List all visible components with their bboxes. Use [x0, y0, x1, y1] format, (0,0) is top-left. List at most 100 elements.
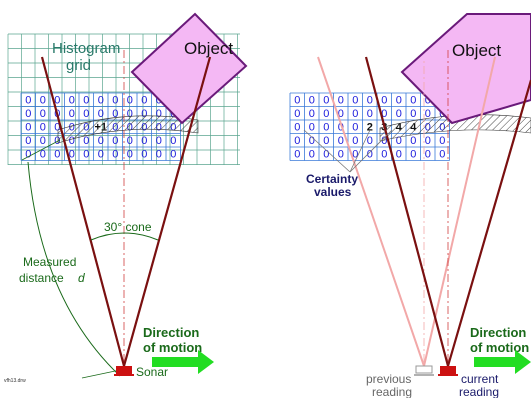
cell-value: 0: [156, 149, 162, 161]
cell-value: 0: [309, 108, 315, 120]
cell-value: 0: [439, 135, 445, 147]
cell-value: 0: [352, 135, 358, 147]
cell-value: 0: [338, 108, 344, 120]
distance-tick-top: [21, 139, 61, 161]
previous-label-line1: previous: [366, 372, 411, 386]
cell-value: 0: [98, 108, 104, 120]
histogram-title-grid: grid: [66, 57, 91, 74]
cell-value: 0: [410, 135, 416, 147]
current-sensor: [440, 366, 456, 374]
cell-value: 0: [127, 149, 133, 161]
cell-value: 0: [40, 108, 46, 120]
motion-label-line2: of motion: [470, 340, 529, 355]
measured-arc-hatched: [57, 115, 199, 144]
cell-value: 0: [367, 135, 373, 147]
cell-value: 0: [25, 149, 31, 161]
cell-value: 0: [112, 135, 118, 147]
distance-label-line1: Measured: [23, 255, 76, 269]
cell-value: 0: [309, 135, 315, 147]
cell-value: 0: [410, 149, 416, 161]
cell-value: 0: [425, 149, 431, 161]
cell-value: 0: [381, 149, 387, 161]
beam-left-edge: [40, 56, 126, 367]
cell-value: 0: [294, 95, 300, 107]
motion-arrow: [152, 350, 214, 374]
cell-value: 0: [141, 149, 147, 161]
motion-label-line1: Direction: [143, 325, 199, 340]
current-label-line1: current: [461, 372, 499, 386]
cell-value: 0: [294, 122, 300, 134]
cell-value: 0: [309, 149, 315, 161]
current-label-line2: reading: [459, 385, 499, 398]
cell-value: 0: [410, 108, 416, 120]
cell-value: 0: [83, 108, 89, 120]
cell-value: 0: [83, 135, 89, 147]
distance-arc: [27, 161, 121, 377]
right-panel: 0000000000000000000000000002344000000000…: [289, 13, 531, 398]
cell-value: 0: [127, 108, 133, 120]
histogram-title: Histogram: [52, 40, 120, 57]
cell-value: 0: [323, 135, 329, 147]
cell-value: 2: [367, 122, 373, 134]
cell-value: 0: [83, 149, 89, 161]
cell-value: 0: [112, 108, 118, 120]
cell-value: 0: [425, 135, 431, 147]
cell-value: 0: [338, 135, 344, 147]
cell-value: 0: [112, 149, 118, 161]
certainty-pointer-2: [349, 129, 371, 173]
cell-value: 0: [396, 135, 402, 147]
motion-label-line1: Direction: [470, 325, 526, 340]
cell-value: 0: [309, 122, 315, 134]
current-beam-left: [364, 56, 450, 367]
certainty-label-line1: Certainty: [306, 172, 358, 186]
cell-value: 0: [156, 135, 162, 147]
cell-value: 0: [40, 149, 46, 161]
object-box: [400, 13, 531, 125]
cell-value: 0: [367, 108, 373, 120]
cell-value: 0: [294, 135, 300, 147]
cell-value: 0: [127, 95, 133, 107]
cell-value: 0: [396, 95, 402, 107]
current-beam-right: [446, 79, 531, 367]
cell-value: 0: [425, 95, 431, 107]
cell-value: 0: [127, 135, 133, 147]
cell-value: 0: [367, 95, 373, 107]
previous-sensor: [415, 365, 433, 374]
cell-value: 0: [141, 108, 147, 120]
cell-value: 0: [425, 108, 431, 120]
cell-value: 0: [381, 95, 387, 107]
cell-value: 0: [69, 149, 75, 161]
cell-value: 0: [381, 135, 387, 147]
cell-value: 0: [323, 149, 329, 161]
distance-tick-bottom: [81, 369, 121, 379]
motion-label-line2: of motion: [143, 340, 202, 355]
previous-label-line2: reading: [372, 385, 412, 398]
cell-value: 0: [98, 95, 104, 107]
previous-beam-right: [423, 56, 496, 367]
cell-value: 0: [25, 95, 31, 107]
cell-value: 0: [98, 149, 104, 161]
cell-value: 0: [141, 135, 147, 147]
cone-label: 30° cone: [104, 220, 152, 234]
file-tag: vfh13.drw: [4, 378, 26, 384]
cell-value: 0: [25, 135, 31, 147]
cell-value: 0: [54, 149, 60, 161]
cell-value: 0: [352, 149, 358, 161]
cell-value: 0: [69, 95, 75, 107]
left-panel: 000000000000000000000000000+100000000000…: [4, 12, 248, 384]
cell-value: 0: [141, 95, 147, 107]
distance-variable: d: [78, 271, 85, 285]
cell-value: 0: [156, 108, 162, 120]
cell-value: 0: [309, 95, 315, 107]
cell-value: 0: [381, 108, 387, 120]
cell-value: 0: [352, 108, 358, 120]
cell-value: 0: [439, 149, 445, 161]
cell-value: 0: [170, 149, 176, 161]
cell-value: 0: [294, 149, 300, 161]
cell-value: 0: [40, 135, 46, 147]
cell-value: 0: [54, 122, 60, 134]
cell-value: 0: [323, 108, 329, 120]
certainty-label-line2: values: [314, 185, 352, 199]
object-box: [130, 12, 248, 125]
